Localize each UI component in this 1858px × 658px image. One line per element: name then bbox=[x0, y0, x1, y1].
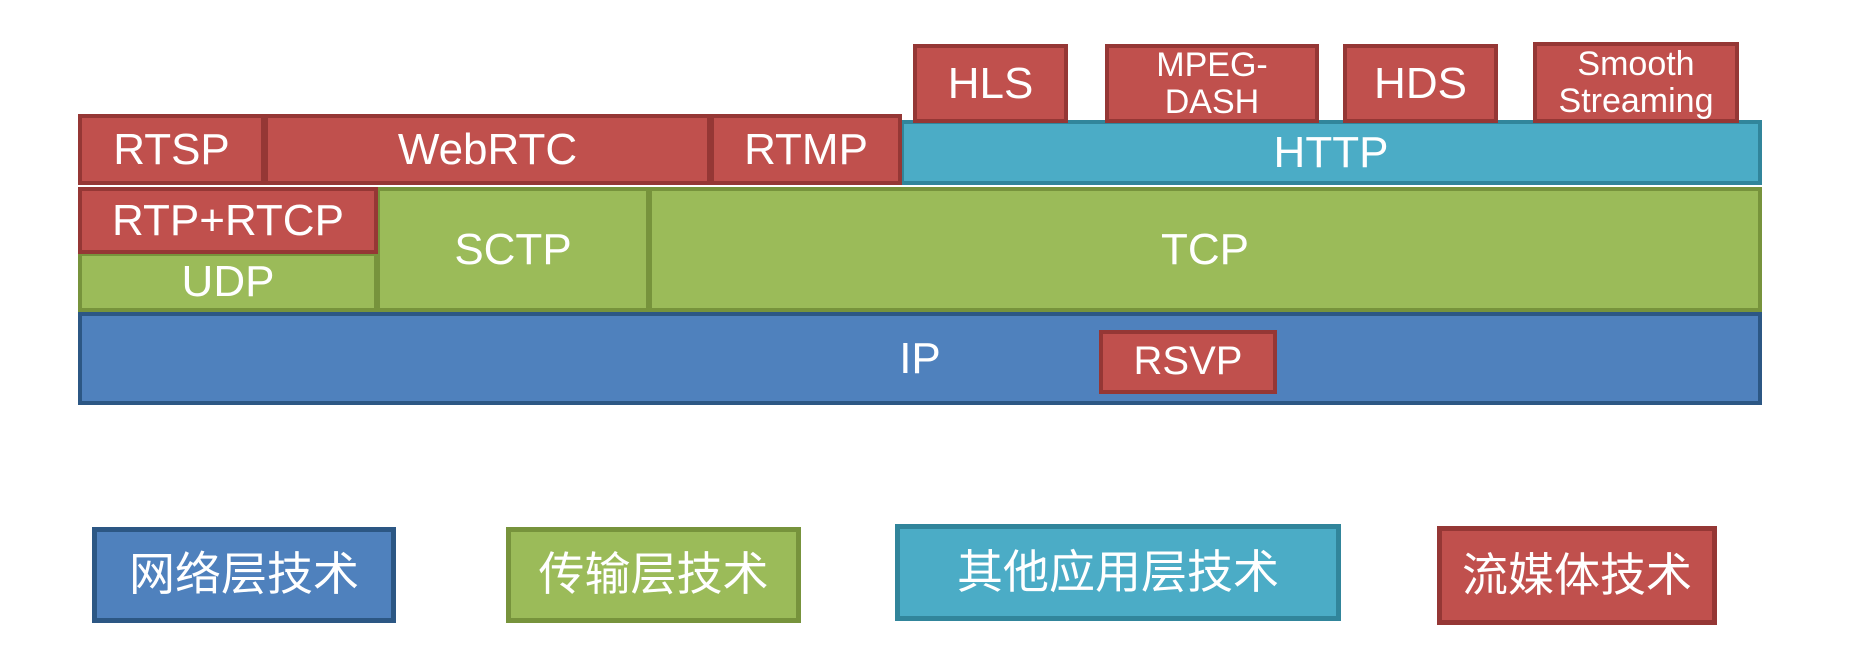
legend-network-layer-label: 网络层技术 bbox=[129, 549, 359, 601]
box-rsvp: RSVP bbox=[1099, 330, 1277, 394]
box-rtsp: RTSP bbox=[78, 114, 265, 185]
mpeg-line2: DASH bbox=[1164, 82, 1260, 121]
box-mpeg-dash: MPEG-DASH bbox=[1105, 44, 1319, 123]
box-http: HTTP bbox=[900, 120, 1762, 185]
box-hls-label: HLS bbox=[947, 58, 1034, 108]
box-webrtc-label: WebRTC bbox=[397, 124, 578, 174]
box-hds-label: HDS bbox=[1374, 58, 1467, 108]
box-webrtc: WebRTC bbox=[264, 114, 711, 185]
box-rsvp-label: RSVP bbox=[1133, 339, 1243, 384]
box-udp-label: UDP bbox=[181, 257, 275, 307]
box-udp: UDP bbox=[78, 252, 378, 312]
box-hds: HDS bbox=[1343, 44, 1498, 123]
legend-other-application-layer-label: 其他应用层技术 bbox=[957, 546, 1279, 598]
box-mpeg-dash-label: MPEG-DASH bbox=[1156, 45, 1268, 121]
mpeg-line1: MPEG- bbox=[1156, 45, 1268, 84]
legend-streaming-media-label: 流媒体技术 bbox=[1462, 549, 1692, 601]
legend-transport-layer: 传输层技术 bbox=[506, 527, 801, 623]
legend-network-layer: 网络层技术 bbox=[92, 527, 396, 623]
box-rtmp-label: RTMP bbox=[744, 124, 868, 174]
box-sctp: SCTP bbox=[376, 187, 650, 312]
box-ip: IP bbox=[78, 312, 1762, 405]
box-tcp-label: TCP bbox=[1161, 224, 1249, 274]
box-rtsp-label: RTSP bbox=[113, 124, 230, 174]
box-rtp-rtcp-label: RTP+RTCP bbox=[112, 195, 344, 245]
legend-other-application-layer: 其他应用层技术 bbox=[895, 524, 1341, 621]
box-ip-label: IP bbox=[899, 333, 941, 383]
legend-transport-layer-label: 传输层技术 bbox=[538, 549, 769, 601]
smooth-line1: Smooth bbox=[1577, 44, 1695, 83]
box-tcp: TCP bbox=[648, 187, 1762, 312]
box-http-label: HTTP bbox=[1273, 127, 1389, 177]
legend-streaming-media: 流媒体技术 bbox=[1437, 526, 1717, 625]
box-sctp-label: SCTP bbox=[454, 224, 572, 274]
box-rtp-rtcp: RTP+RTCP bbox=[78, 187, 378, 254]
smooth-line2: Streaming bbox=[1558, 81, 1714, 120]
box-rtmp: RTMP bbox=[710, 114, 902, 185]
box-hls: HLS bbox=[913, 44, 1068, 123]
